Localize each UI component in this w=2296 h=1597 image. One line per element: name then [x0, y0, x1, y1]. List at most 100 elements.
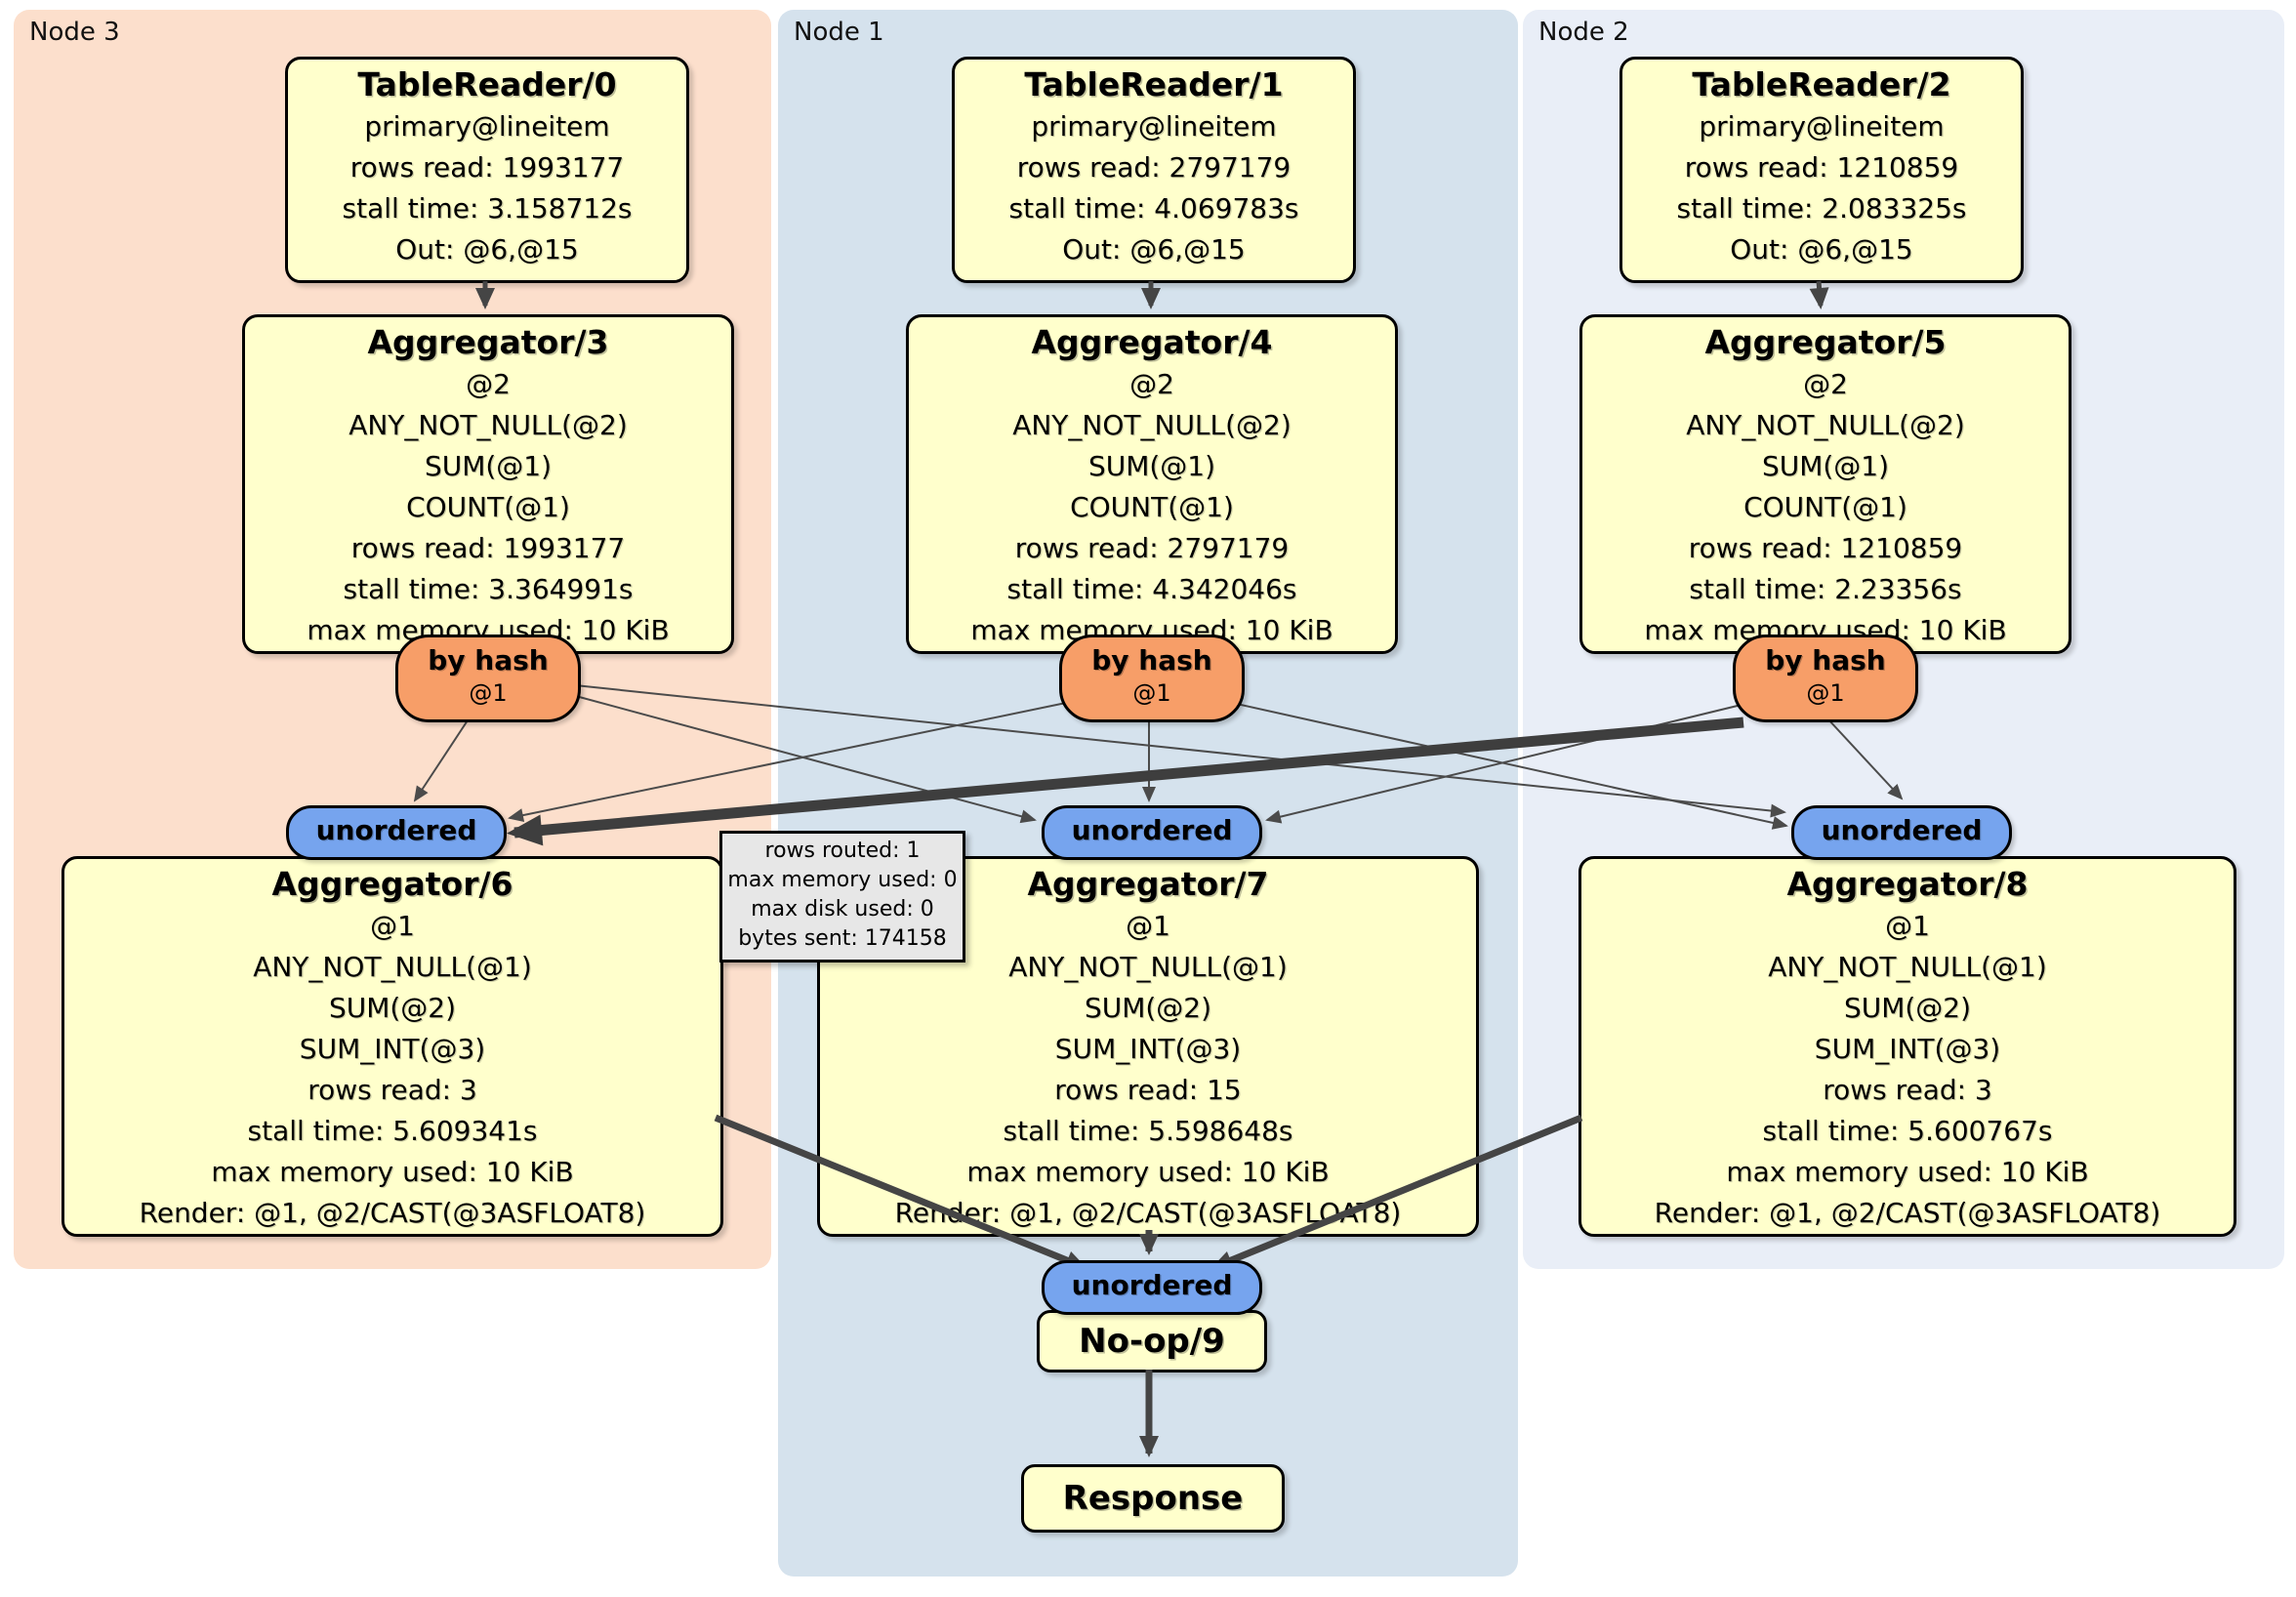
- operator-title: Aggregator/8: [1786, 865, 2029, 903]
- operator-title: Response: [1062, 1479, 1244, 1518]
- operator-detail: stall time: 3.158712s: [342, 192, 633, 225]
- router-label: by hash: [428, 644, 549, 676]
- stream-unordered-node1[interactable]: unordered: [1042, 805, 1262, 860]
- operator-title: Aggregator/5: [1704, 323, 1947, 361]
- operator-detail: rows read: 1993177: [349, 151, 625, 184]
- operator-detail: @2: [1803, 368, 1848, 400]
- operator-detail: COUNT(@1): [406, 491, 570, 523]
- router-by-hash-node2[interactable]: by hash @1: [1733, 635, 1918, 722]
- operator-detail: rows read: 15: [1054, 1074, 1242, 1106]
- operator-detail: COUNT(@1): [1743, 491, 1907, 523]
- operator-detail: Out: @6,@15: [395, 233, 579, 266]
- aggregator-3-box[interactable]: Aggregator/3 @2 ANY_NOT_NULL(@2) SUM(@1)…: [242, 314, 734, 654]
- edge-stats-tooltip: rows routed: 1 max memory used: 0 max di…: [719, 831, 965, 962]
- operator-detail: COUNT(@1): [1070, 491, 1234, 523]
- tooltip-line: max memory used: 0: [727, 868, 958, 892]
- operator-title: Aggregator/7: [1027, 865, 1269, 903]
- operator-detail: stall time: 2.083325s: [1676, 192, 1967, 225]
- operator-detail: rows read: 2797179: [1014, 532, 1290, 564]
- tooltip-line: max disk used: 0: [751, 897, 934, 921]
- router-key: @1: [1806, 679, 1845, 707]
- tooltip-line: rows routed: 1: [764, 839, 921, 863]
- operator-detail: Render: @1, @2/CAST(@3ASFLOAT8): [894, 1197, 1402, 1229]
- operator-detail: SUM_INT(@3): [299, 1033, 486, 1065]
- operator-detail: Render: @1, @2/CAST(@3ASFLOAT8): [139, 1197, 646, 1229]
- router-by-hash-node1[interactable]: by hash @1: [1059, 635, 1245, 722]
- router-label: by hash: [1091, 644, 1212, 676]
- node2-region-label: Node 2: [1538, 18, 1629, 47]
- operator-detail: SUM(@2): [1084, 992, 1212, 1024]
- operator-title: Aggregator/4: [1031, 323, 1273, 361]
- operator-detail: max memory used: 10 KiB: [211, 1156, 574, 1188]
- operator-detail: rows read: 3: [1823, 1074, 1992, 1106]
- router-key: @1: [1132, 679, 1171, 707]
- stream-unordered-node3[interactable]: unordered: [286, 805, 507, 860]
- router-label: by hash: [1765, 644, 1886, 676]
- operator-detail: Out: @6,@15: [1730, 233, 1913, 266]
- operator-detail: @1: [370, 910, 415, 942]
- operator-detail: stall time: 5.598648s: [1003, 1115, 1293, 1147]
- operator-detail: stall time: 4.342046s: [1006, 573, 1297, 605]
- operator-detail: stall time: 2.23356s: [1689, 573, 1962, 605]
- operator-detail: Render: @1, @2/CAST(@3ASFLOAT8): [1654, 1197, 2161, 1229]
- operator-detail: stall time: 5.600767s: [1762, 1115, 2053, 1147]
- operator-detail: ANY_NOT_NULL(@1): [1768, 951, 2047, 983]
- operator-title: Aggregator/6: [271, 865, 513, 903]
- operator-detail: primary@lineitem: [1699, 110, 1945, 143]
- stream-unordered-sink[interactable]: unordered: [1042, 1260, 1262, 1315]
- operator-detail: SUM_INT(@3): [1054, 1033, 1242, 1065]
- operator-detail: ANY_NOT_NULL(@2): [1012, 409, 1292, 441]
- operator-title: TableReader/2: [1692, 65, 1951, 103]
- stream-label: unordered: [1821, 814, 1983, 846]
- tablereader-0-box[interactable]: TableReader/0 primary@lineitem rows read…: [285, 57, 689, 283]
- response-box[interactable]: Response: [1021, 1464, 1285, 1533]
- aggregator-5-box[interactable]: Aggregator/5 @2 ANY_NOT_NULL(@2) SUM(@1)…: [1579, 314, 2071, 654]
- operator-detail: @2: [1129, 368, 1174, 400]
- operator-detail: max memory used: 10 KiB: [1726, 1156, 2089, 1188]
- operator-detail: rows read: 2797179: [1016, 151, 1292, 184]
- operator-detail: rows read: 1993177: [350, 532, 626, 564]
- tooltip-line: bytes sent: 174158: [738, 926, 947, 951]
- operator-detail: Out: @6,@15: [1062, 233, 1246, 266]
- node3-region-label: Node 3: [29, 18, 120, 47]
- operator-detail: ANY_NOT_NULL(@1): [1008, 951, 1288, 983]
- operator-title: TableReader/0: [357, 65, 617, 103]
- stream-label: unordered: [315, 814, 477, 846]
- router-by-hash-node3[interactable]: by hash @1: [395, 635, 581, 722]
- aggregator-8-box[interactable]: Aggregator/8 @1 ANY_NOT_NULL(@1) SUM(@2)…: [1578, 856, 2236, 1237]
- operator-detail: ANY_NOT_NULL(@2): [348, 409, 628, 441]
- operator-title: TableReader/1: [1024, 65, 1284, 103]
- aggregator-6-box[interactable]: Aggregator/6 @1 ANY_NOT_NULL(@1) SUM(@2)…: [62, 856, 723, 1237]
- router-key: @1: [469, 679, 508, 707]
- node1-region-label: Node 1: [794, 18, 884, 47]
- tablereader-2-box[interactable]: TableReader/2 primary@lineitem rows read…: [1620, 57, 2024, 283]
- operator-detail: SUM(@1): [424, 450, 553, 482]
- operator-detail: stall time: 3.364991s: [343, 573, 634, 605]
- stream-label: unordered: [1071, 1269, 1233, 1301]
- operator-detail: rows read: 3: [308, 1074, 477, 1106]
- operator-detail: ANY_NOT_NULL(@1): [253, 951, 532, 983]
- operator-detail: stall time: 5.609341s: [247, 1115, 538, 1147]
- operator-detail: SUM(@1): [1761, 450, 1890, 482]
- aggregator-4-box[interactable]: Aggregator/4 @2 ANY_NOT_NULL(@2) SUM(@1)…: [906, 314, 1398, 654]
- operator-detail: primary@lineitem: [1031, 110, 1277, 143]
- operator-detail: @1: [1126, 910, 1170, 942]
- operator-detail: rows read: 1210859: [1684, 151, 1959, 184]
- operator-detail: SUM(@2): [328, 992, 457, 1024]
- operator-detail: stall time: 4.069783s: [1008, 192, 1299, 225]
- tablereader-1-box[interactable]: TableReader/1 primary@lineitem rows read…: [952, 57, 1356, 283]
- operator-detail: primary@lineitem: [364, 110, 610, 143]
- operator-detail: max memory used: 10 KiB: [966, 1156, 1330, 1188]
- operator-detail: ANY_NOT_NULL(@2): [1686, 409, 1965, 441]
- operator-detail: rows read: 1210859: [1688, 532, 1963, 564]
- operator-detail: SUM(@1): [1087, 450, 1216, 482]
- operator-detail: @1: [1885, 910, 1930, 942]
- stream-label: unordered: [1071, 814, 1233, 846]
- noop-9-box[interactable]: No-op/9: [1037, 1310, 1267, 1372]
- operator-detail: SUM(@2): [1843, 992, 1972, 1024]
- stream-unordered-node2[interactable]: unordered: [1791, 805, 2012, 860]
- operator-detail: @2: [466, 368, 511, 400]
- operator-title: No-op/9: [1079, 1322, 1225, 1361]
- operator-title: Aggregator/3: [367, 323, 609, 361]
- operator-detail: SUM_INT(@3): [1814, 1033, 2001, 1065]
